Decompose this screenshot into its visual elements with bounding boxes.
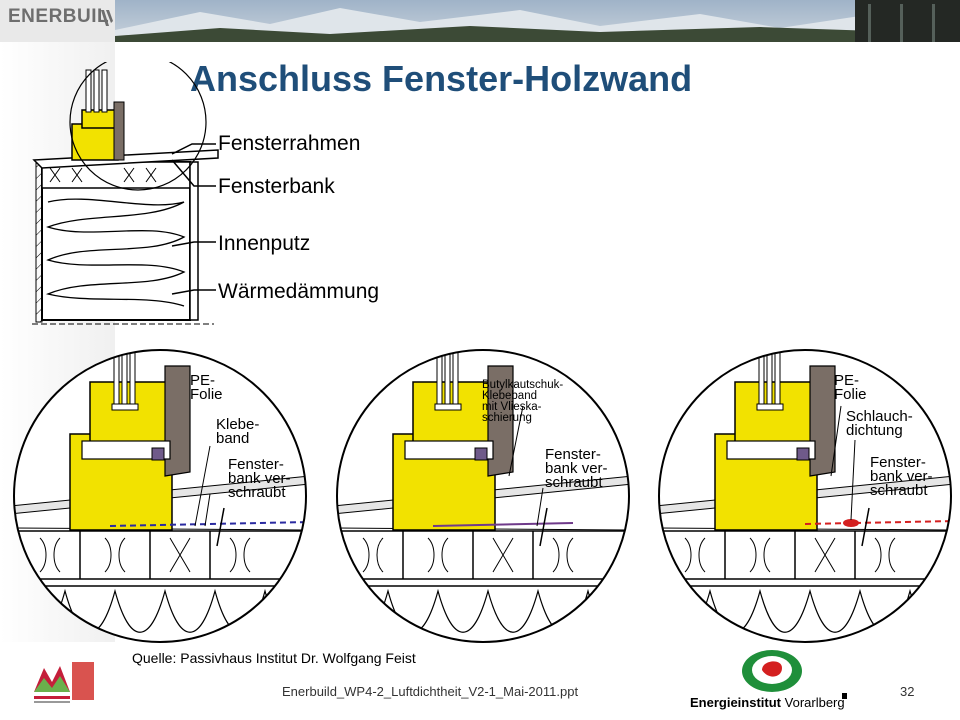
detail2-label-butyl: Butylkautschuk- Klebeband mit Vlieska- s… bbox=[482, 379, 564, 424]
label-waermedaemmung: Wärmedämmung bbox=[218, 280, 380, 303]
label-fensterrahmen: Fensterrahmen bbox=[218, 132, 361, 155]
detail1-label-fensterbank: Fenster- bank ver- schraubt bbox=[228, 456, 291, 501]
detail3-label-fensterbank: Fenster- bank ver- schraubt bbox=[870, 454, 933, 499]
overview-section-diagram bbox=[32, 62, 219, 325]
detail-circle-1 bbox=[13, 349, 307, 643]
label-fensterbank: Fensterbank bbox=[218, 175, 335, 198]
detail3-label-schlauchdichtung: Schlauch- dichtung bbox=[846, 408, 913, 439]
detail-circle-3 bbox=[658, 349, 952, 643]
label-innenputz: Innenputz bbox=[218, 232, 311, 255]
overview-leader-lines bbox=[171, 143, 216, 295]
detail2-label-fensterbank: Fenster- bank ver- schraubt bbox=[545, 446, 608, 491]
detail1-label-klebeband: Klebe- band bbox=[216, 416, 260, 447]
detail-circle-2 bbox=[336, 349, 630, 643]
page-title: Anschluss Fenster-Holzwand bbox=[190, 58, 693, 99]
detail3-label-pe-folie: PE- Folie bbox=[834, 372, 867, 403]
source-caption: Quelle: Passivhaus Institut Dr. Wolfgang… bbox=[132, 650, 416, 666]
alpine-space-logo bbox=[30, 658, 98, 708]
enerbuild-logo: ENERBUIL bbox=[8, 6, 110, 27]
energieinstitut-logo-icon bbox=[742, 650, 802, 692]
energieinstitut-wordmark: Energieinstitut Vorarlberg bbox=[690, 695, 845, 710]
wordmark-dot bbox=[842, 693, 847, 699]
footer-filename: Enerbuild_WP4-2_Luftdichtheit_V2-1_Mai-2… bbox=[282, 684, 579, 699]
detail1-label-pe-folie: PE- Folie bbox=[190, 372, 223, 403]
logo-mark-icon bbox=[101, 10, 113, 26]
header-banner bbox=[0, 0, 960, 42]
page-number: 32 bbox=[900, 684, 915, 699]
